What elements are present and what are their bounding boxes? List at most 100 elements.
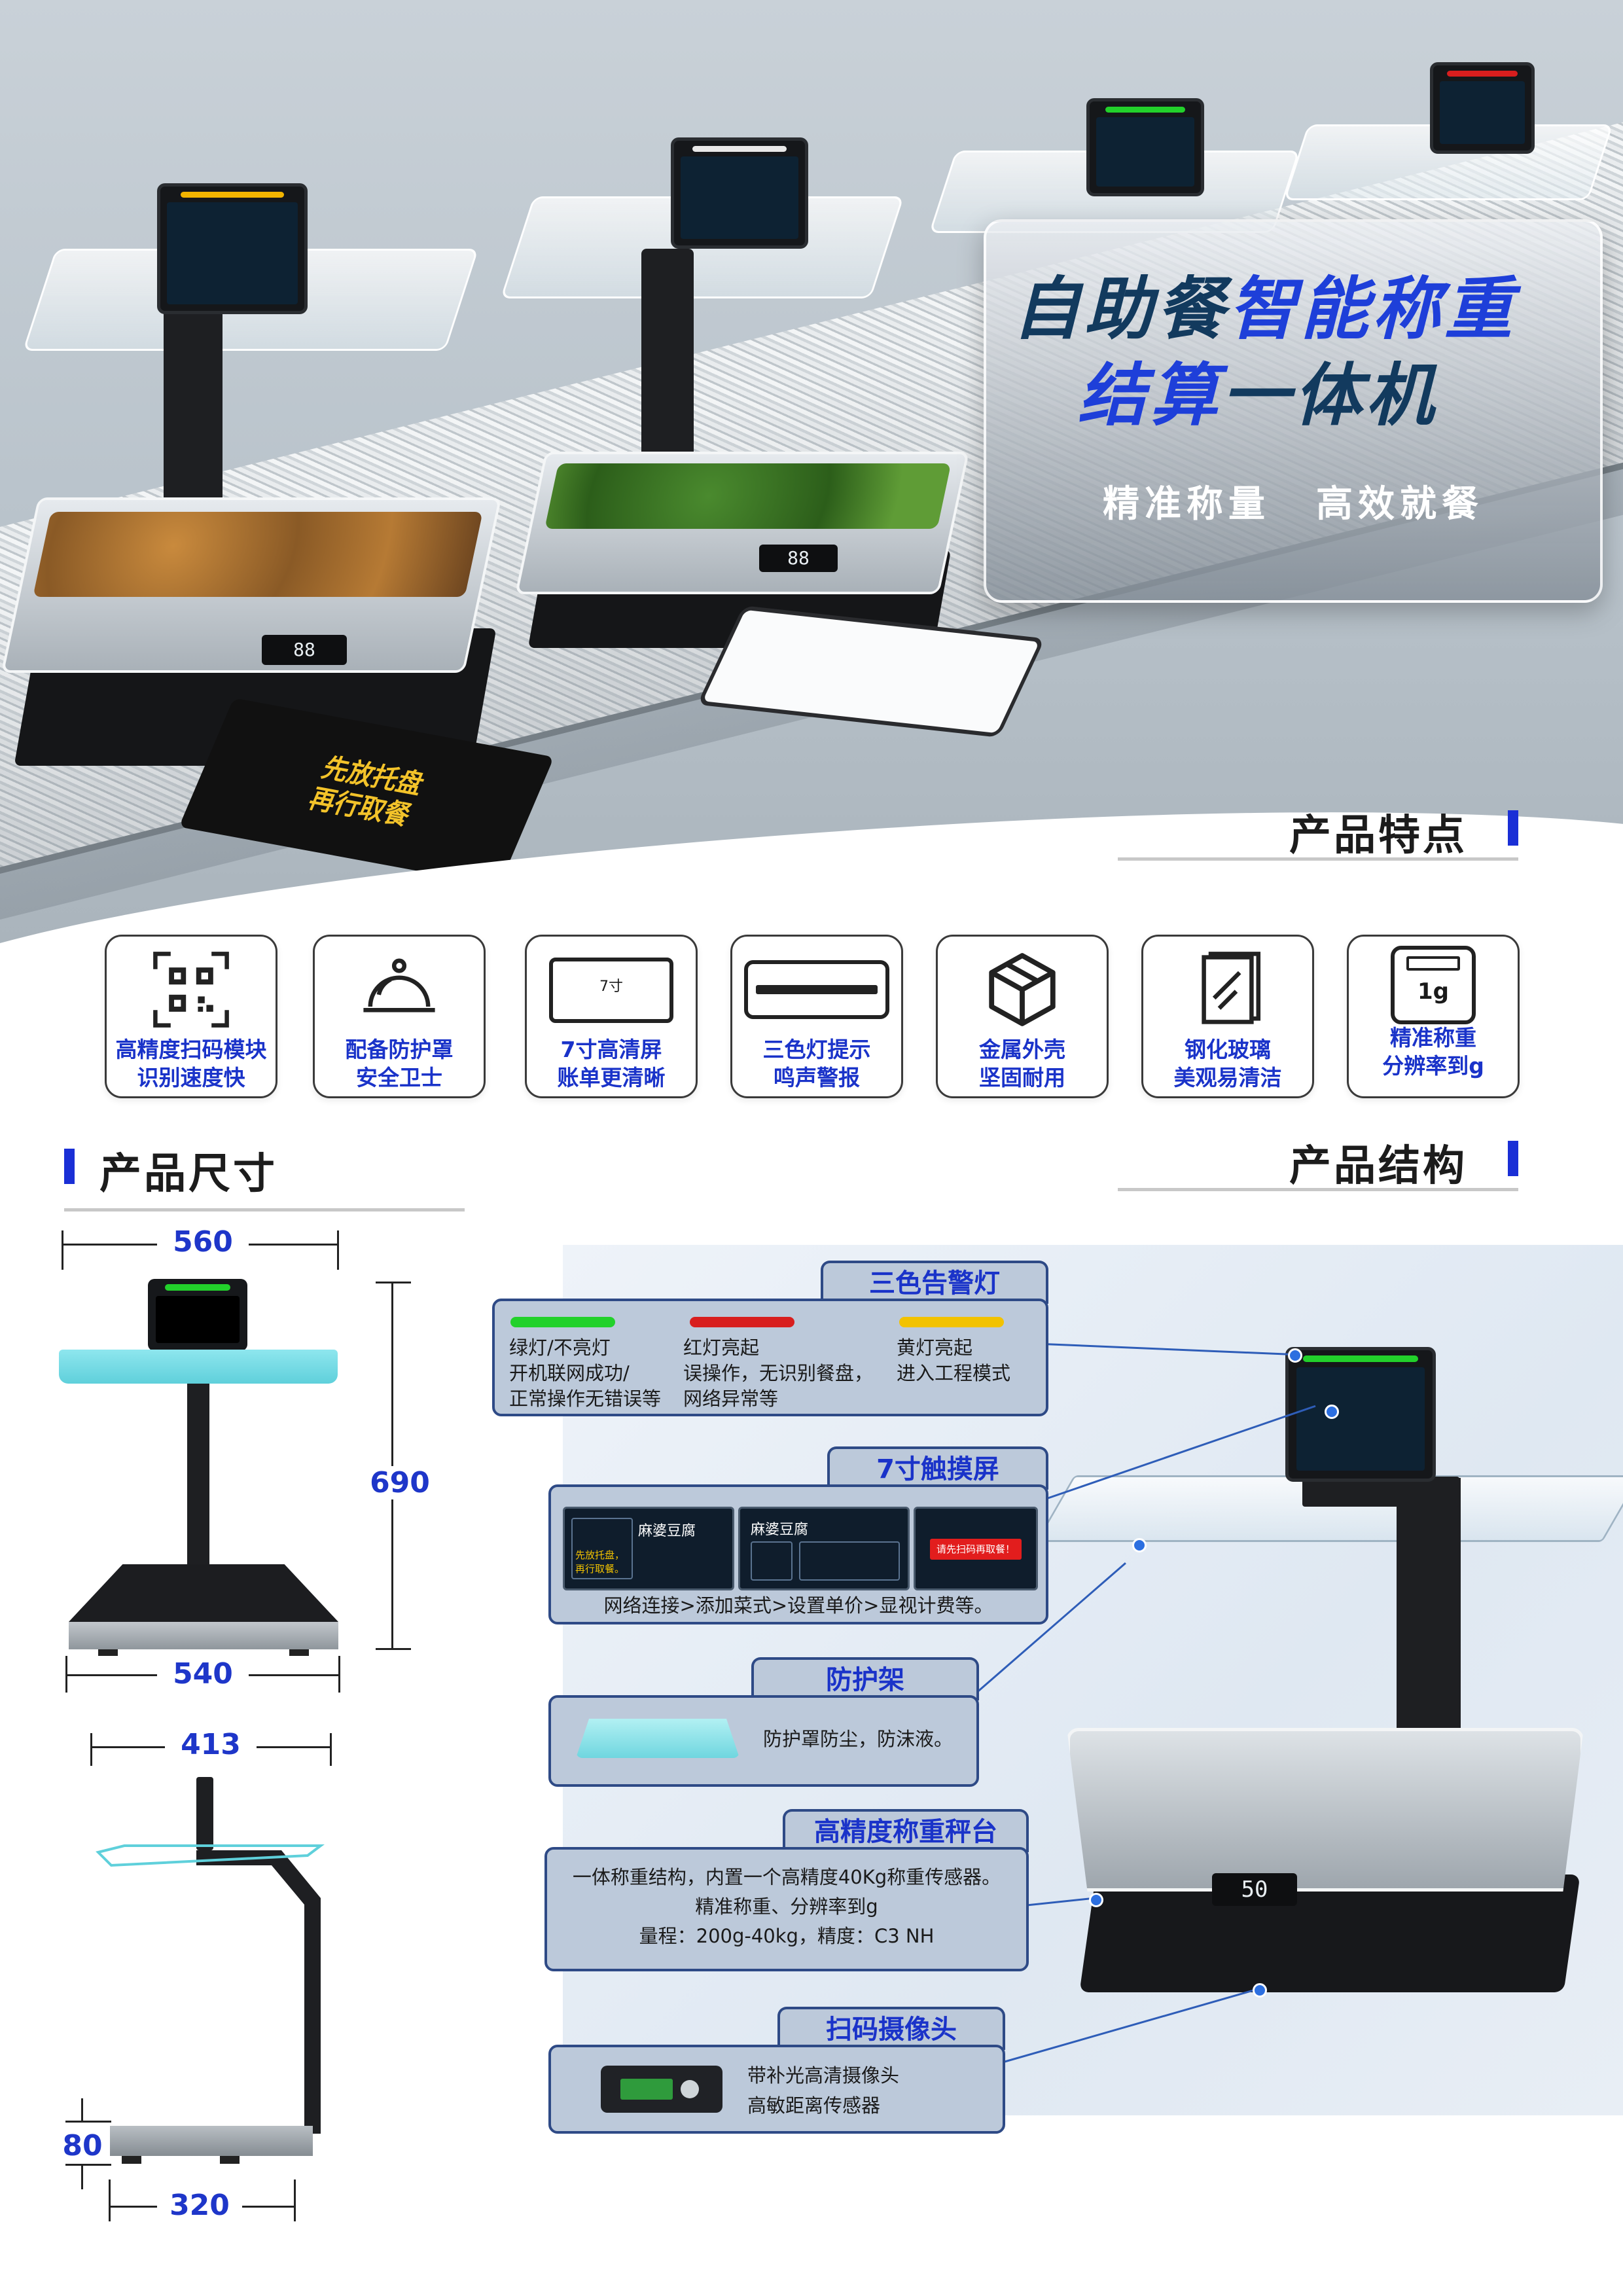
feature-line-1: 三色灯提示 bbox=[762, 1037, 871, 1062]
title-line-2: 结算一体机 bbox=[1078, 340, 1549, 439]
feature-line-2: 分辨率到g bbox=[1382, 1052, 1484, 1079]
stand-pole bbox=[164, 288, 223, 524]
camera-text: 带补光高清摄像头 高敏距离传感器 bbox=[747, 2064, 900, 2117]
camera-module-thumbnail bbox=[601, 2066, 722, 2113]
front-base-body bbox=[69, 1622, 338, 1649]
section-marker bbox=[1508, 810, 1518, 846]
feature-line-1: 高精度扫码模块 bbox=[115, 1037, 267, 1062]
title-subtitle: 精准称量 高效就餐 bbox=[986, 475, 1600, 528]
connector-dot bbox=[1253, 1983, 1267, 1998]
thumb-alert: 请先扫码再取餐！ bbox=[930, 1539, 1022, 1560]
qr-code-icon bbox=[153, 952, 229, 1028]
thumb-dish-name: 麻婆豆腐 bbox=[638, 1523, 696, 1539]
scale-unit-text: 1g bbox=[1418, 978, 1449, 1005]
section-marker bbox=[64, 1149, 75, 1184]
light-bar-icon bbox=[744, 960, 889, 1019]
title-part-highlight: 结算 bbox=[1078, 355, 1222, 435]
dim-front-top-width: 560 bbox=[157, 1225, 249, 1259]
alarm-yellow-text: 黄灯亮起 进入工程模式 bbox=[897, 1336, 1011, 1385]
feature-card-qr: 高精度扫码模块识别速度快 bbox=[105, 935, 277, 1098]
hero-banner: 88 先放托盘 再行取餐 88 自助餐智能称重 结算一体机 bbox=[0, 0, 1623, 949]
callout-touchscreen: 麻婆豆腐 先放托盘， 再行取餐。 麻婆豆腐 请先扫码再取餐！ 网络连接>添加菜式… bbox=[548, 1484, 1048, 1624]
feature-label: 钢化玻璃美观易清洁 bbox=[1143, 1036, 1312, 1092]
feature-line-1: 钢化玻璃 bbox=[1185, 1037, 1271, 1062]
feature-card-scale: 1g 精准称重分辨率到g bbox=[1347, 935, 1520, 1098]
feature-line-2: 美观易清洁 bbox=[1173, 1064, 1282, 1090]
status-light-off bbox=[692, 146, 787, 152]
feature-label: 配备防护罩安全卫士 bbox=[315, 1036, 484, 1092]
screen-device bbox=[1086, 98, 1204, 196]
feature-label: 金属外壳坚固耐用 bbox=[938, 1036, 1107, 1092]
feature-card-light: 三色灯提示鸣声警报 bbox=[730, 935, 903, 1098]
connector-dot bbox=[1288, 1348, 1302, 1363]
connector-dot bbox=[1089, 1893, 1103, 1907]
title-part: 自助餐 bbox=[1012, 269, 1229, 349]
guard-text: 防护罩防尘，防沫液。 bbox=[763, 1728, 954, 1750]
dim-side-base-height: 80 bbox=[62, 2129, 103, 2162]
callout-alarm-light: 绿灯/不亮灯 开机联网成功/ 正常操作无错误等 红灯亮起 误操作，无识别餐盘， … bbox=[492, 1299, 1048, 1416]
callout-guard: 防护罩防尘，防沫液。 bbox=[548, 1695, 979, 1787]
ui-thumb-2: 麻婆豆腐 bbox=[738, 1507, 910, 1590]
tray-mat-text: 先放托盘 再行取餐 bbox=[304, 752, 429, 832]
status-light-red bbox=[1447, 71, 1518, 77]
callout-camera: 带补光高清摄像头 高敏距离传感器 bbox=[548, 2045, 1005, 2134]
callout-tab-alarm: 三色告警灯 bbox=[821, 1261, 1048, 1304]
glass-pane-icon bbox=[1202, 952, 1261, 1024]
callout-tab-touchscreen: 7寸触摸屏 bbox=[827, 1446, 1048, 1490]
food-tray bbox=[514, 452, 970, 594]
feature-line-1: 金属外壳 bbox=[979, 1037, 1065, 1062]
screen-size-text: 7寸 bbox=[599, 978, 623, 995]
stand-pole bbox=[641, 249, 694, 458]
front-glass-guard bbox=[59, 1350, 338, 1384]
section-underline bbox=[64, 1208, 465, 1211]
section-title-dimensions: 产品尺寸 bbox=[99, 1150, 277, 1198]
food-vegetables bbox=[544, 463, 952, 529]
feature-line-2: 鸣声警报 bbox=[774, 1064, 860, 1090]
dim-side-base-width: 320 bbox=[157, 2189, 242, 2222]
scale-base bbox=[1079, 1874, 1580, 1992]
thumb-dish-name: 麻婆豆腐 bbox=[751, 1522, 809, 1538]
guard-thumbnail bbox=[576, 1719, 740, 1758]
status-light-green bbox=[1105, 107, 1186, 113]
feature-label: 精准称重分辨率到g bbox=[1349, 1024, 1518, 1081]
front-pole bbox=[187, 1384, 209, 1564]
metal-cube-icon bbox=[989, 953, 1056, 1026]
weight-display: 88 bbox=[262, 635, 347, 665]
title-part: 一体机 bbox=[1222, 355, 1438, 435]
connector-dot bbox=[1132, 1538, 1147, 1552]
status-light-yellow bbox=[180, 192, 285, 198]
feature-line-2: 识别速度快 bbox=[137, 1064, 245, 1090]
callout-scale: 一体称重结构，内置一个高精度40Kg称重传感器。 精准称重、分辨率到g 量程：2… bbox=[544, 1847, 1029, 1971]
weight-display: 50 bbox=[1212, 1873, 1297, 1906]
food-cover-icon bbox=[363, 958, 435, 1013]
section-title-structure: 产品结构 bbox=[1289, 1142, 1467, 1191]
steel-tray bbox=[1067, 1728, 1584, 1892]
feature-label: 三色灯提示鸣声警报 bbox=[732, 1036, 901, 1092]
thumb-hint: 先放托盘， 再行取餐。 bbox=[575, 1549, 625, 1575]
screen-device bbox=[671, 137, 808, 249]
feature-line-1: 精准称重 bbox=[1390, 1025, 1476, 1050]
dim-front-height: 690 bbox=[364, 1466, 436, 1499]
subtitle-a: 精准称量 bbox=[1103, 483, 1270, 526]
led-green bbox=[510, 1317, 615, 1327]
weight-display: 88 bbox=[759, 545, 838, 572]
section-underline bbox=[1118, 857, 1518, 861]
feature-card-screen: 7寸 7寸高清屏账单更清晰 bbox=[525, 935, 698, 1098]
feature-card-glass: 钢化玻璃美观易清洁 bbox=[1141, 935, 1314, 1098]
side-profile-svg bbox=[96, 1777, 325, 2147]
scale-1g-icon: 1g bbox=[1391, 946, 1476, 1024]
tablet-screen-icon: 7寸 bbox=[549, 958, 673, 1023]
device-screen bbox=[1285, 1347, 1436, 1482]
food-tray bbox=[1, 497, 502, 673]
dim-front-base-width: 540 bbox=[157, 1657, 249, 1691]
title-line-1: 自助餐智能称重 bbox=[1012, 253, 1582, 352]
section-title-features: 产品特点 bbox=[1289, 812, 1467, 860]
front-base-top bbox=[69, 1564, 338, 1622]
feature-line-1: 配备防护罩 bbox=[345, 1037, 454, 1062]
callout-tab-guard: 防护架 bbox=[751, 1657, 979, 1700]
feature-line-1: 7寸高清屏 bbox=[560, 1037, 662, 1062]
feature-line-2: 安全卫士 bbox=[356, 1064, 442, 1090]
screen-device bbox=[1430, 62, 1535, 154]
subtitle-b: 高效就餐 bbox=[1316, 483, 1484, 526]
title-part-highlight: 智能称重 bbox=[1228, 269, 1517, 349]
